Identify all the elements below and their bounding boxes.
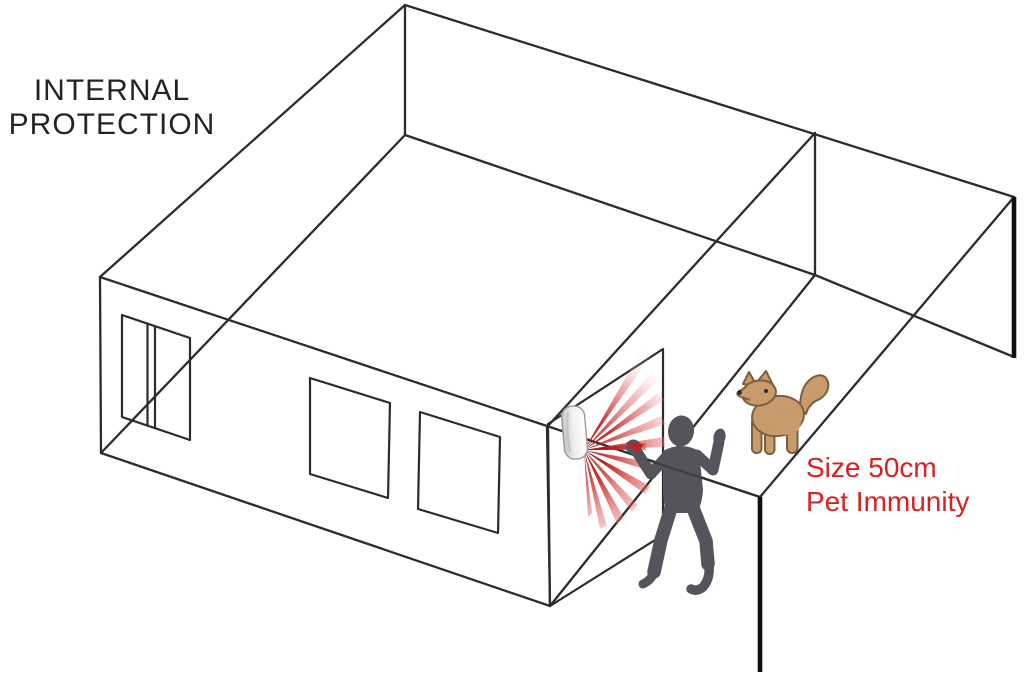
pir-sensor-shading xyxy=(566,411,571,453)
porch-front-top-edge xyxy=(758,195,1016,499)
window-middle xyxy=(308,376,392,500)
corner-posts xyxy=(757,197,1017,672)
dog-thigh xyxy=(775,409,801,435)
beam xyxy=(584,450,624,524)
annotation-pet-immunity: Pet Immunity xyxy=(806,486,969,517)
front-right-corner-edge xyxy=(545,425,552,608)
dog-eye xyxy=(764,389,768,393)
beam xyxy=(584,450,638,512)
beam-hit-mark xyxy=(626,442,644,453)
pir-sensor-body xyxy=(560,405,589,460)
intruder-right-arm xyxy=(691,436,725,476)
floor-line-back-left xyxy=(99,133,407,455)
title-line-2: PROTECTION xyxy=(9,108,216,141)
intruder-right-foot xyxy=(686,553,714,595)
window-right xyxy=(416,410,502,535)
left-corner-edge xyxy=(98,275,103,455)
window-double-frame xyxy=(120,313,192,442)
porch-edge-over-intruder xyxy=(646,458,761,499)
intruder-left-arm xyxy=(629,443,673,480)
roof-edge-left xyxy=(98,3,407,279)
beam xyxy=(584,371,661,450)
title-line-1: INTERNAL xyxy=(34,74,190,107)
beam xyxy=(584,351,650,450)
pir-sensor xyxy=(560,405,589,460)
beam xyxy=(584,450,592,517)
labels: INTERNAL PROTECTION Size 50cm Pet Immuni… xyxy=(9,74,970,517)
annotation-size: Size 50cm xyxy=(806,452,937,483)
beam xyxy=(584,450,607,529)
roof-edge-right xyxy=(403,3,1016,199)
dog-figure xyxy=(736,370,830,455)
intruder-head xyxy=(667,415,695,447)
beam xyxy=(584,393,664,450)
intruder-left-leg xyxy=(647,501,678,579)
windows xyxy=(120,313,502,535)
front-wall-bottom-edge xyxy=(99,451,552,608)
floor-line-back-right xyxy=(403,133,817,277)
detection-beams xyxy=(584,351,666,529)
intruder-figure xyxy=(626,415,726,595)
beam xyxy=(584,450,650,494)
beam xyxy=(584,416,666,450)
end-wall-top-edge xyxy=(545,131,817,429)
intruder-torso xyxy=(663,446,703,513)
dog-nose xyxy=(737,390,742,395)
intruder-left-foot xyxy=(638,565,660,589)
dog-tail xyxy=(799,374,830,415)
intruder-right-hand xyxy=(713,428,726,446)
